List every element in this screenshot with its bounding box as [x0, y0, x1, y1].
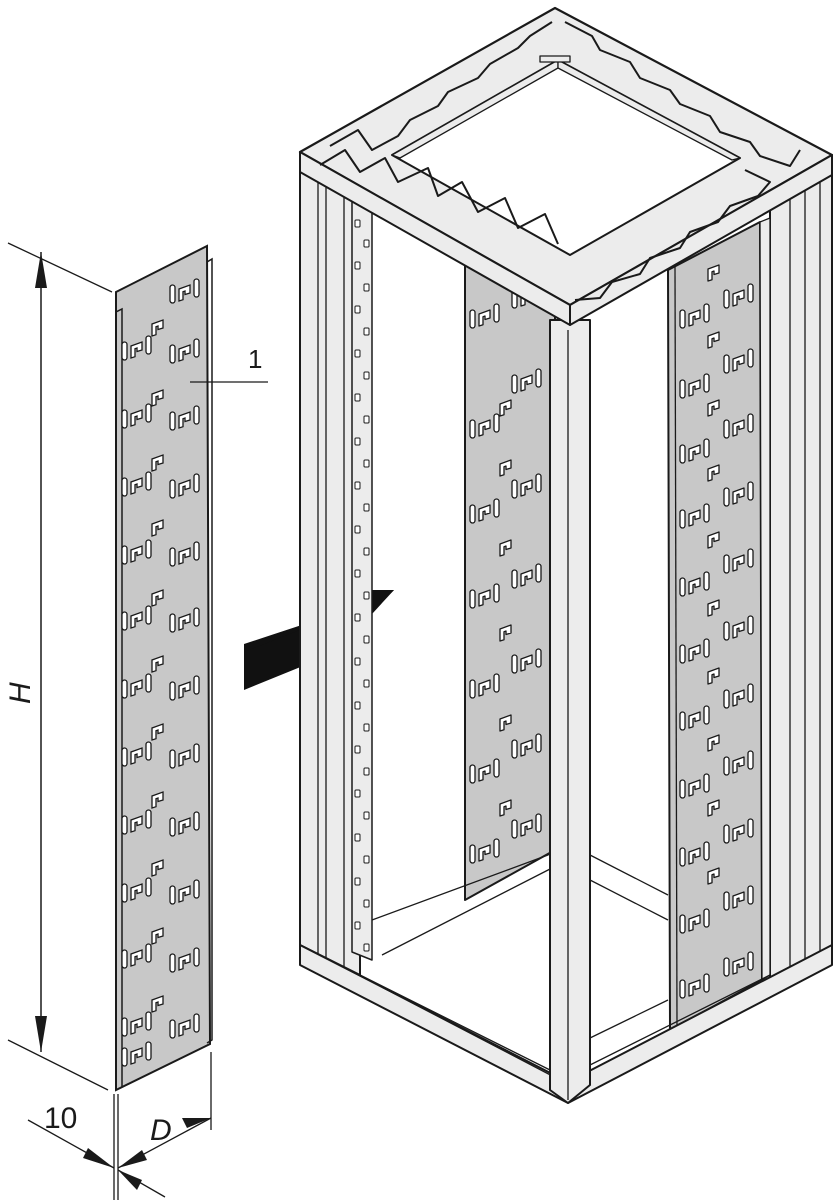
rack-cabinet-frame — [298, 6, 833, 1104]
dimension-thickness-depth: 10 D — [27, 1052, 212, 1200]
dimension-10-label: 10 — [44, 1102, 77, 1135]
callout-1-label: 1 — [248, 344, 262, 374]
dimension-height: H — [4, 242, 113, 1091]
cable-panel-detail: 1 H 10 D — [4, 242, 268, 1200]
dimension-h-label: H — [4, 682, 37, 704]
dimension-d-label: D — [150, 1114, 172, 1147]
